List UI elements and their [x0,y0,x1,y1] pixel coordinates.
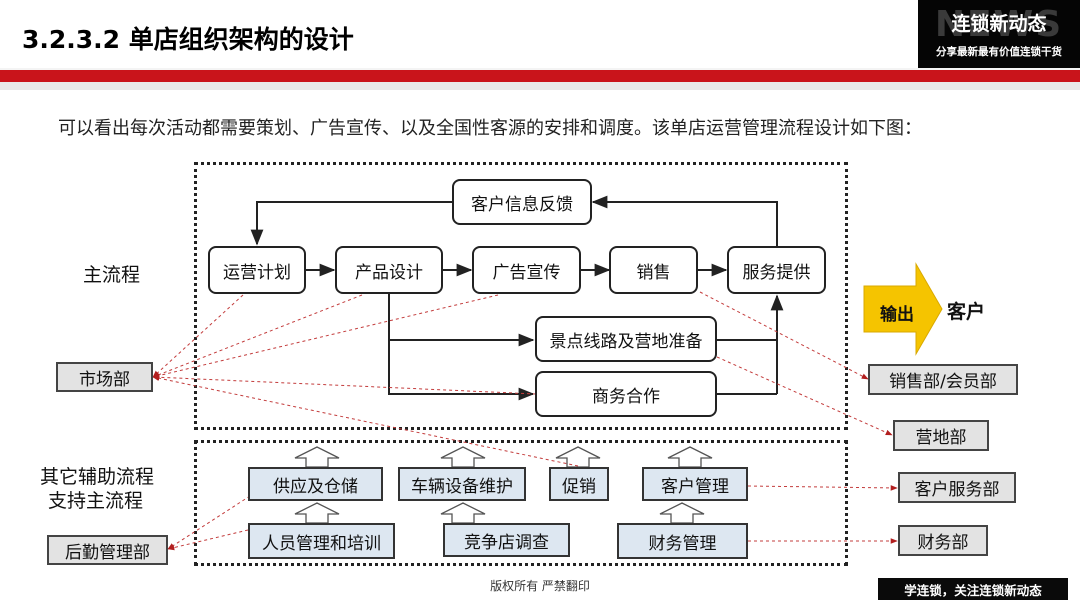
support-arrow [294,502,340,524]
main-flow-label: 主流程 [83,264,141,286]
sales-node: 销售 [609,246,698,294]
customer-label: 客户 [947,301,986,323]
brand-watermark: NEWS [934,4,1064,45]
supply-to-logistics-link [167,495,251,550]
competitor-survey-node: 竞争店调查 [443,523,570,557]
market-to-promo-link [152,375,579,467]
finance-mgmt-node: 财务管理 [617,523,748,559]
logistics-dept-box: 后勤管理部 [47,535,168,565]
customer-mgmt-to-service-link [747,485,898,491]
sales-to-membership-link [699,291,869,380]
support-arrow [440,446,486,468]
support-arrow [440,502,486,524]
customer-mgmt-node: 客户管理 [642,467,748,501]
brand-subtitle: 分享最新最有价值连锁干货 [936,46,1062,58]
output-label: 输出 [880,305,914,325]
market-to-business-link [152,374,537,395]
hr-training-node: 人员管理和培训 [248,523,395,559]
output-arrow-icon [863,262,943,356]
market-to-plan-link [152,294,244,378]
support-arrow [667,446,713,468]
marketing-dept-box: 市场部 [56,362,153,392]
ad-node: 广告宣传 [472,246,581,294]
support-arrow [294,446,340,468]
feedback-to-plan-arrow [250,201,452,246]
support-arrow [555,446,601,468]
vehicle-maintenance-node: 车辆设备维护 [398,467,526,501]
scenic-camp-node: 景点线路及营地准备 [535,316,717,362]
service-node: 服务提供 [727,246,826,294]
customer-service-dept-box: 客户服务部 [898,472,1016,503]
camp-dept-box: 营地部 [893,420,989,451]
slogan-banner: 学连锁，关注连锁新动态 [878,578,1068,600]
intro-text: 可以看出每次活动都需要策划、广告宣传、以及全国性客源的安排和调度。该单店运营管理… [58,118,922,139]
market-to-ad-link [152,294,499,379]
page-title: 3.2.3.2 单店组织架构的设计 [22,25,354,54]
plan-node: 运营计划 [208,246,306,294]
supply-storage-node: 供应及仓储 [248,467,383,501]
business-node: 商务合作 [535,371,717,417]
hr-to-logistics-link [167,529,249,551]
copyright-footer: 版权所有 严禁翻印 [490,579,590,593]
brand-title: 连锁新动态 [951,13,1047,35]
scenic-to-camp-link [716,356,893,436]
market-to-design-link [152,294,363,378]
main-process-container [194,162,848,430]
feedback-return-arrow [591,195,778,246]
aux-flow-label-line2: 支持主流程 [48,490,144,512]
aux-flow-label-line1: 其它辅助流程 [40,466,155,488]
sales-membership-dept-box: 销售部/会员部 [868,364,1018,395]
feedback-node: 客户信息反馈 [452,179,592,225]
brand-logo: NEWS 连锁新动态 分享最新最有价值连锁干货 [918,0,1080,68]
support-arrow [659,502,705,524]
promotion-node: 促销 [549,467,609,501]
design-node: 产品设计 [335,246,443,294]
design-branch-line [388,294,535,401]
header-divider [0,68,1080,90]
finance-dept-box: 财务部 [898,525,988,556]
aux-process-container [194,440,848,566]
